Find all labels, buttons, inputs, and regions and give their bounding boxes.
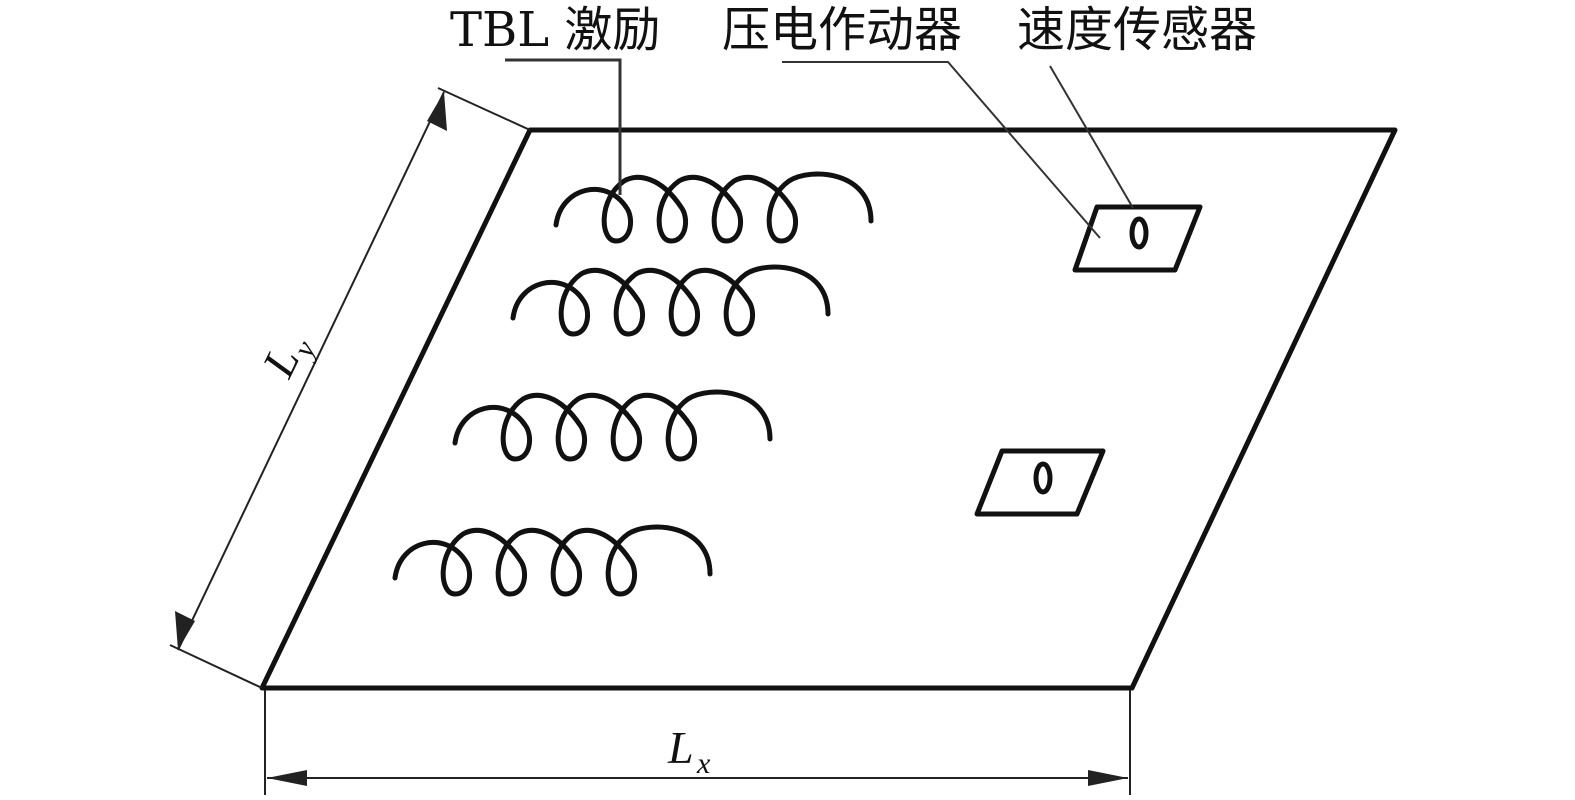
plate-outline	[259, 127, 1398, 691]
tbl-leader-line	[505, 58, 622, 195]
tbl-excitation-label: TBL 激励	[450, 2, 660, 58]
tbl-coil-row-2	[510, 264, 831, 337]
lx-arrow-right	[1088, 770, 1128, 786]
tbl-excitation-coils	[392, 171, 874, 597]
actuator-sensor-pair-1	[1072, 204, 1203, 273]
ly-dimension-line	[177, 91, 445, 651]
velocity-sensor	[1033, 461, 1053, 495]
actuator-sensor-pair-2	[974, 448, 1106, 517]
ly-arrow-bottom	[175, 611, 195, 650]
lx-arrow-left	[267, 770, 307, 786]
velocity-sensor	[1129, 216, 1149, 250]
tbl-coil-row-3	[452, 389, 773, 462]
velocity-sensor-label: 速度传感器	[1017, 2, 1257, 58]
ly-label: L y	[252, 335, 323, 385]
lx-label-sub: x	[696, 747, 711, 780]
ly-extension-top	[437, 87, 531, 131]
piezo-actuator-label: 压电作动器	[722, 2, 962, 58]
actuator-leader-line	[782, 61, 1101, 239]
sensor-leader-line	[1049, 65, 1134, 209]
tbl-coil-row-4	[392, 524, 713, 597]
ly-extension-bottom	[169, 644, 263, 689]
ly-arrow-top	[427, 92, 447, 131]
lx-label-main: L	[667, 722, 694, 773]
tbl-coil-row-1	[553, 171, 874, 244]
